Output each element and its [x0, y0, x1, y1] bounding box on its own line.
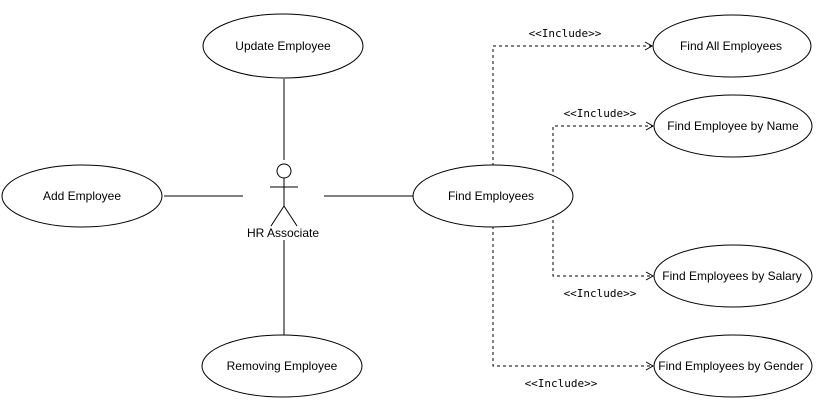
use-case-find-employees-by-gender[interactable]: Find Employees by Gender — [653, 334, 813, 398]
use-case-add-employee[interactable]: Add Employee — [1, 164, 163, 228]
use-case-label: Find Employees by Gender — [658, 359, 803, 373]
include-find-all-line — [492, 45, 652, 166]
use-case-update-employee[interactable]: Update Employee — [202, 13, 364, 79]
use-case-label: Removing Employee — [227, 359, 338, 373]
actor-hr-associate[interactable]: HR Associate — [247, 163, 319, 240]
include-label-find-name: <<Include>> — [564, 107, 637, 120]
include-find-name-arrowhead — [645, 121, 655, 131]
include-label-find-all: <<Include>> — [529, 27, 602, 40]
use-case-label: Find Employees — [448, 189, 534, 203]
include-find-salary-line — [552, 214, 653, 277]
use-case-find-employees[interactable]: Find Employees — [412, 164, 574, 228]
use-case-find-all-employees[interactable]: Find All Employees — [652, 14, 812, 78]
include-find-gender-line — [492, 226, 653, 367]
include-find-all-arrowhead — [644, 41, 654, 51]
include-find-gender-arrowhead — [645, 361, 655, 371]
use-case-find-employee-by-name[interactable]: Find Employee by Name — [653, 94, 813, 158]
stick-figure-icon — [270, 163, 298, 227]
use-case-removing-employee[interactable]: Removing Employee — [201, 334, 363, 398]
use-case-label: Find Employee by Name — [667, 119, 799, 133]
actor-label: HR Associate — [247, 226, 319, 240]
use-case-label: Add Employee — [43, 189, 121, 203]
include-label-find-salary: <<Include>> — [564, 287, 637, 300]
include-find-name-line — [552, 125, 653, 178]
include-label-find-gender: <<Include>> — [525, 377, 598, 390]
use-case-label: Find All Employees — [680, 39, 782, 53]
include-find-salary-arrowhead — [645, 271, 655, 281]
use-case-label: Update Employee — [235, 39, 331, 53]
use-case-find-employees-by-salary[interactable]: Find Employees by Salary — [653, 244, 813, 308]
use-case-label: Find Employees by Salary — [662, 269, 801, 283]
